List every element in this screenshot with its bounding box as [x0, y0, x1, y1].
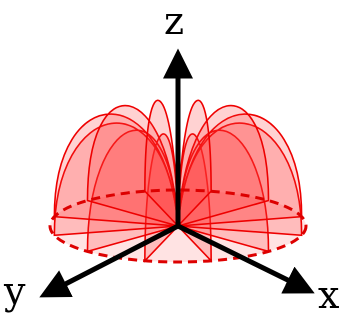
y-axis-label: y [3, 269, 26, 313]
y-axis [39, 223, 180, 298]
x-axis-label: x [318, 273, 339, 317]
x-axis [176, 223, 315, 294]
petal-11 [177, 99, 212, 229]
z-axis-label: z [164, 0, 184, 43]
dashed-boundary [48, 188, 308, 264]
petal-12 [144, 99, 179, 229]
